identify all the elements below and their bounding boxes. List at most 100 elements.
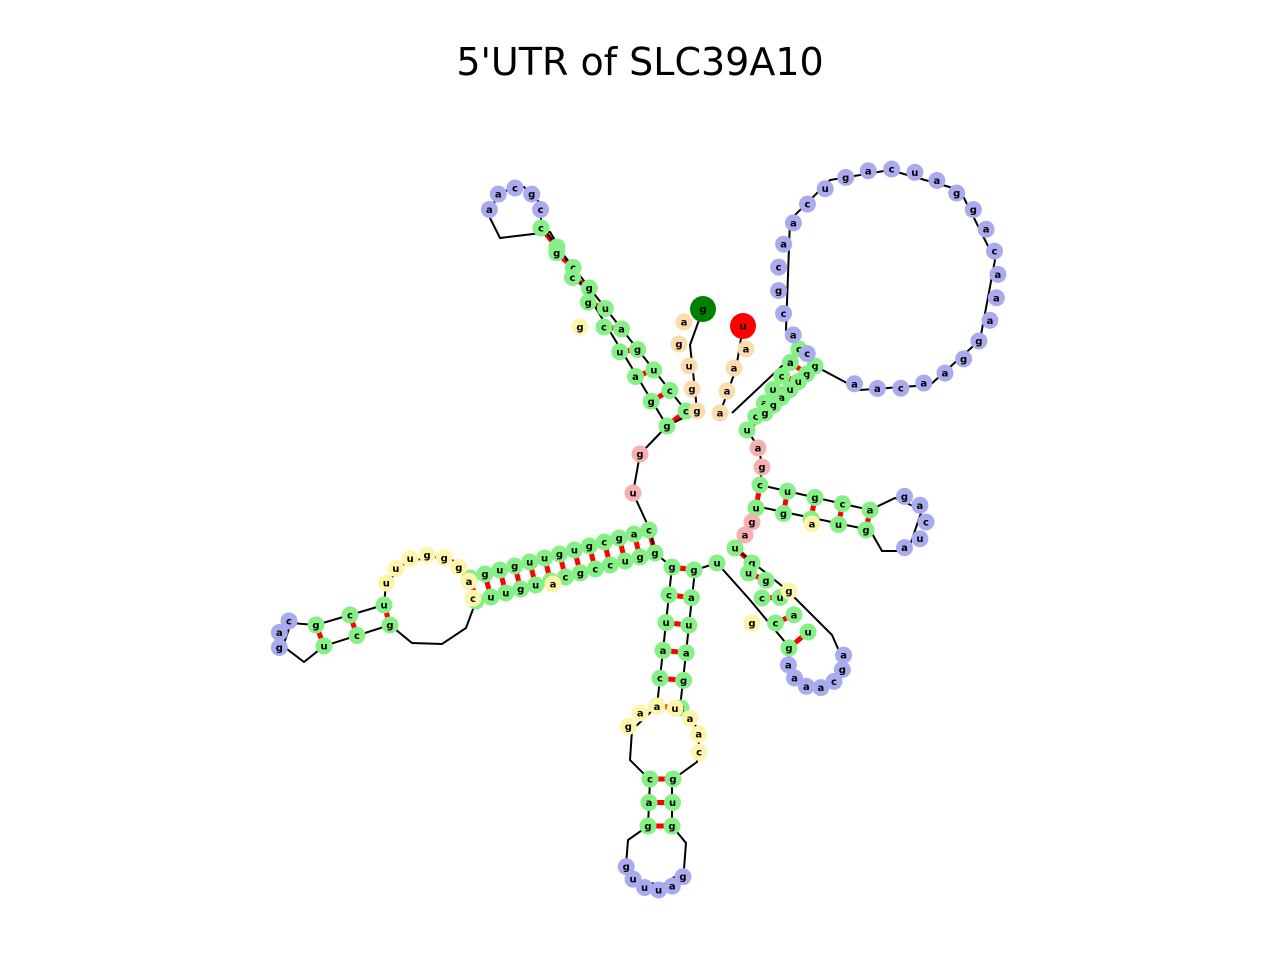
svg-text:g: g — [699, 305, 706, 316]
svg-text:a: a — [983, 225, 990, 236]
svg-text:g: g — [663, 422, 670, 433]
svg-text:u: u — [911, 168, 918, 179]
hairpin-nucleotide: a — [489, 185, 507, 203]
hairpin-nucleotide: u — [906, 163, 924, 181]
svg-text:c: c — [898, 384, 904, 395]
svg-text:a: a — [901, 543, 908, 554]
interior-loop-nucleotide: g — [418, 546, 436, 564]
svg-text:c: c — [889, 165, 895, 176]
hairpin-nucleotide: a — [797, 677, 815, 695]
svg-text:u: u — [320, 642, 327, 653]
svg-text:c: c — [470, 594, 476, 605]
stem-nucleotide: u — [738, 421, 756, 439]
svg-text:g: g — [386, 621, 393, 632]
interior-loop-nucleotide: u — [401, 550, 419, 568]
svg-text:g: g — [577, 569, 584, 580]
svg-text:a: a — [874, 384, 881, 395]
svg-text:a: a — [631, 530, 638, 541]
svg-text:u: u — [407, 554, 414, 565]
svg-text:g: g — [668, 822, 675, 833]
hairpin-nucleotide: a — [868, 379, 886, 397]
svg-text:g: g — [775, 286, 782, 297]
stem-nucleotide: c — [834, 495, 851, 513]
svg-text:g: g — [770, 401, 777, 412]
hairpin-nucleotide: a — [981, 311, 999, 329]
svg-text:g: g — [748, 619, 755, 630]
svg-text:u: u — [835, 520, 842, 531]
stem-nucleotide: a — [640, 794, 658, 811]
svg-text:u: u — [616, 347, 623, 358]
hairpin-nucleotide: a — [936, 364, 954, 382]
hairpin-nucleotide: a — [784, 326, 802, 344]
hairpin-nucleotide: a — [786, 669, 804, 687]
stem-nucleotide: g — [663, 558, 681, 576]
svg-text:a: a — [791, 673, 798, 684]
svg-text:u: u — [731, 544, 738, 555]
svg-text:a: a — [920, 379, 927, 390]
svg-text:g: g — [644, 822, 651, 833]
exterior-nucleotide: a — [718, 382, 736, 400]
multiloop-nucleotide: u — [624, 484, 642, 502]
interior-loop-nucleotide: u — [666, 699, 684, 717]
hairpin-nucleotide: u — [650, 881, 668, 899]
stem-nucleotide: u — [779, 482, 796, 500]
svg-text:g: g — [839, 665, 846, 676]
interior-loop-nucleotide: a — [460, 572, 478, 590]
hairpin-nucleotide: a — [989, 265, 1007, 283]
stem-nucleotide: a — [654, 641, 672, 659]
stem-nucleotide: u — [375, 596, 393, 614]
stem-nucleotide: u — [616, 552, 634, 570]
stem-nucleotide: c — [660, 586, 678, 604]
svg-text:u: u — [392, 564, 399, 575]
svg-text:u: u — [685, 621, 692, 632]
svg-text:g: g — [424, 551, 431, 562]
svg-text:a: a — [791, 610, 798, 621]
svg-text:a: a — [851, 379, 858, 390]
exterior-nucleotide: a — [711, 404, 729, 422]
svg-text:a: a — [995, 270, 1002, 281]
svg-text:g: g — [625, 722, 632, 733]
svg-text:c: c — [647, 775, 653, 786]
interior-loop-nucleotide: a — [648, 697, 666, 715]
stem-nucleotide: u — [726, 539, 744, 557]
stem-nucleotide: u — [664, 794, 681, 811]
hairpin-nucleotide: g — [970, 332, 988, 350]
svg-text:c: c — [607, 561, 613, 572]
svg-text:u: u — [776, 593, 783, 604]
svg-text:a: a — [785, 660, 792, 671]
hairpin-nucleotide: c — [798, 195, 816, 213]
svg-text:g: g — [862, 526, 869, 537]
svg-text:g: g — [669, 775, 676, 786]
svg-text:g: g — [556, 550, 563, 561]
stem-nucleotide: g — [631, 548, 649, 566]
svg-text:a: a — [790, 218, 797, 229]
interior-loop-nucleotide: g — [435, 549, 453, 567]
svg-text:a: a — [987, 316, 994, 327]
svg-text:a: a — [632, 372, 639, 383]
svg-text:u: u — [541, 554, 548, 565]
hairpin-nucleotide: c — [892, 379, 910, 397]
stem-nucleotide: g — [658, 417, 676, 435]
stem-nucleotide: c — [586, 560, 604, 578]
svg-text:g: g — [634, 345, 641, 356]
svg-text:u: u — [496, 566, 503, 577]
svg-text:u: u — [916, 534, 923, 545]
stem-nucleotide: u — [740, 564, 757, 582]
stem-nucleotide: u — [536, 549, 554, 567]
svg-text:g: g — [842, 173, 849, 184]
exterior-nucleotide: u — [680, 357, 698, 375]
svg-text:a: a — [817, 683, 824, 694]
stem-nucleotide: a — [785, 606, 803, 624]
multiloop-nucleotide: a — [736, 526, 754, 544]
hairpin-nucleotide: c — [825, 672, 843, 690]
exterior-nucleotide: a — [737, 340, 755, 358]
svg-text:u: u — [745, 569, 752, 580]
svg-text:a: a — [646, 798, 653, 809]
exterior-nucleotide: a — [725, 359, 743, 377]
svg-text:u: u — [743, 426, 750, 437]
hairpin-nucleotide: g — [896, 487, 914, 505]
svg-text:a: a — [761, 399, 768, 410]
svg-text:g: g — [586, 542, 593, 553]
svg-text:u: u — [602, 304, 609, 315]
stem-nucleotide: u — [799, 623, 817, 641]
